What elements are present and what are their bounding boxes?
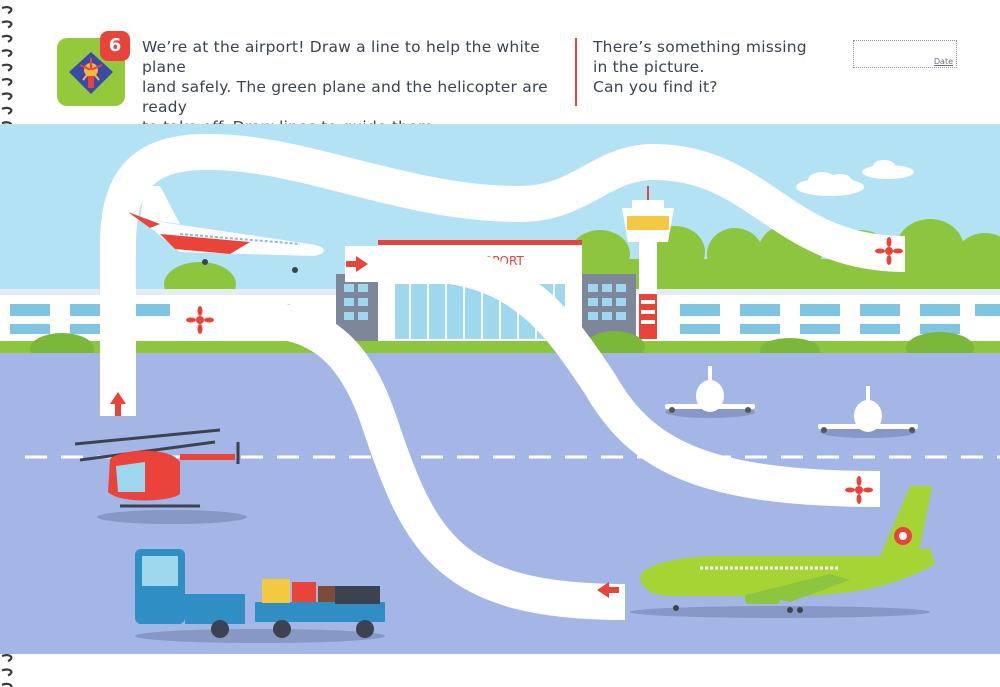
divider [575, 38, 577, 106]
date-field[interactable]: Date [853, 40, 957, 68]
date-label: Date [933, 57, 953, 66]
spiral-ring [1, 49, 13, 58]
maze-paths [100, 133, 906, 620]
instructions-text: We’re at the airport! Draw a line to hel… [142, 37, 567, 137]
spiral-ring [1, 34, 13, 43]
parked-plane-icon [665, 366, 755, 418]
prompt-line: in the picture. [593, 58, 705, 76]
spiral-ring [1, 92, 13, 101]
red-arrow-icon [346, 256, 368, 272]
missing-item-prompt: There’s something missing in the picture… [593, 37, 823, 97]
white-plane-icon [128, 186, 325, 273]
instructions-line: land safely. The green plane and the hel… [142, 78, 548, 116]
prompt-line: Can you find it? [593, 78, 718, 96]
flower-marker-icon [186, 306, 214, 334]
cloud-icon [862, 160, 914, 179]
spiral-ring [1, 668, 13, 677]
flower-marker-icon [845, 476, 873, 504]
spiral-ring [1, 77, 13, 87]
control-tower [622, 186, 674, 339]
red-arrow-icon [597, 582, 619, 598]
helicopter-icon [74, 428, 247, 524]
spiral-ring [1, 5, 13, 15]
spiral-ring [1, 653, 13, 663]
activity-badge [57, 38, 125, 106]
parked-plane-icon [818, 386, 918, 438]
baggage-truck-icon [135, 549, 385, 643]
prompt-line: There’s something missing [593, 38, 807, 56]
red-arrow-icon [110, 392, 126, 416]
cloud-icon [796, 172, 864, 196]
green-plane-icon [630, 486, 935, 618]
flower-marker-icon [875, 237, 903, 265]
airport-maze-scene: AIRPORT [0, 124, 1000, 654]
fireworks-icon [69, 52, 113, 94]
instructions-line: We’re at the airport! Draw a line to hel… [142, 38, 540, 76]
spiral-ring [1, 106, 13, 115]
spiral-ring [1, 20, 13, 29]
terminal-windows [10, 304, 1000, 334]
activity-number: 6 [100, 31, 130, 61]
spiral-ring [1, 682, 13, 687]
spiral-ring [1, 63, 13, 72]
grass-strip [0, 341, 1000, 353]
activity-header: 6 We’re at the airport! Draw a line to h… [0, 0, 1000, 136]
